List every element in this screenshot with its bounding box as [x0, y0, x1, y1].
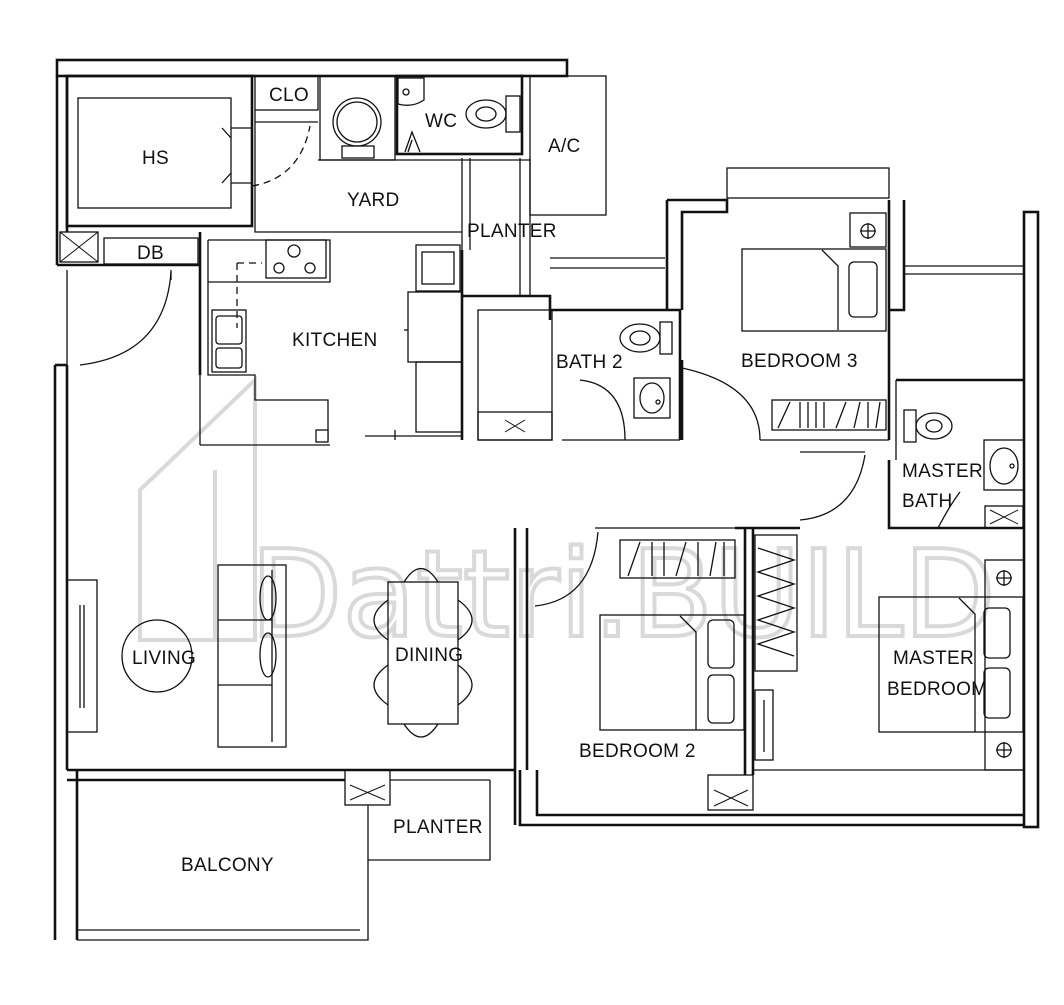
master-bedroom-room: MASTER BEDROOM	[753, 559, 1025, 771]
light-icon	[996, 570, 1012, 586]
balcony-area: BALCONY PLANTER	[77, 769, 491, 941]
clo-label: CLO	[269, 85, 309, 106]
watermark-text: Dattri.BUILD	[250, 526, 996, 665]
planter-top: PLANTER	[461, 158, 557, 296]
wardrobe-icon	[771, 399, 887, 431]
bath2-label: BATH 2	[556, 352, 623, 373]
bedroom3-room: BEDROOM 3	[665, 167, 1024, 441]
balcony-label: BALCONY	[181, 855, 274, 876]
hob-icon	[265, 239, 327, 279]
living-rug	[121, 619, 193, 693]
hs-room: HS	[65, 74, 311, 228]
db-label: DB	[137, 243, 164, 264]
dining-label: DINING	[395, 645, 463, 666]
wc-basin-icon	[397, 77, 425, 106]
service-shaft	[462, 294, 553, 441]
living-label: LIVING	[132, 648, 196, 669]
kitchen-cabinets	[404, 250, 464, 440]
bed-icon	[599, 614, 745, 731]
bath2-toilet-icon	[619, 321, 673, 355]
master-bath-label-1: MASTER	[902, 461, 983, 482]
master-bedroom-label-1: MASTER	[893, 648, 974, 669]
bedroom2-label: BEDROOM 2	[579, 741, 696, 762]
kitchen-label: KITCHEN	[292, 330, 378, 351]
fridge-icon	[415, 244, 461, 292]
washer-icon	[319, 75, 396, 161]
entrance-door	[66, 270, 172, 366]
bed-icon	[741, 248, 887, 332]
yard-room: YARD	[254, 110, 530, 233]
bedroom3-label: BEDROOM 3	[741, 351, 858, 372]
living-room: LIVING	[66, 564, 287, 748]
bath2-basin-icon	[633, 377, 671, 419]
watermark: Dattri.BUILD	[138, 375, 998, 667]
master-bath-label-2: BATH	[902, 491, 952, 512]
wc-room: WC	[395, 74, 524, 156]
planter-bottom-label: PLANTER	[393, 817, 483, 838]
db-cabinet: DB	[59, 231, 199, 265]
planter-top-label: PLANTER	[467, 221, 557, 242]
hs-label: HS	[142, 148, 169, 169]
master-bath-toilet-icon	[903, 409, 953, 443]
wc-label: WC	[425, 111, 457, 132]
light-icon	[860, 223, 876, 239]
bath2-room: BATH 2	[550, 257, 682, 441]
dining-area: DINING	[373, 567, 473, 738]
kitchen-sink-icon	[211, 309, 247, 373]
wc-toilet-icon	[465, 95, 521, 133]
clo-room: CLO	[254, 75, 319, 111]
sofa-icon	[217, 564, 287, 748]
light-icon	[996, 742, 1012, 758]
yard-label: YARD	[347, 190, 400, 211]
master-bath-room: MASTER BATH	[887, 378, 1025, 530]
bed-icon	[878, 596, 1024, 733]
ac-ledge: A/C	[529, 75, 607, 216]
master-bedroom-label-2: BEDROOM	[887, 679, 987, 700]
exterior-walls	[53, 58, 1040, 940]
kitchen-room: KITCHEN	[198, 232, 464, 446]
master-bath-basin-icon	[983, 439, 1025, 491]
bedroom2-room: BEDROOM 2	[579, 528, 798, 811]
ac-label: A/C	[548, 136, 581, 157]
